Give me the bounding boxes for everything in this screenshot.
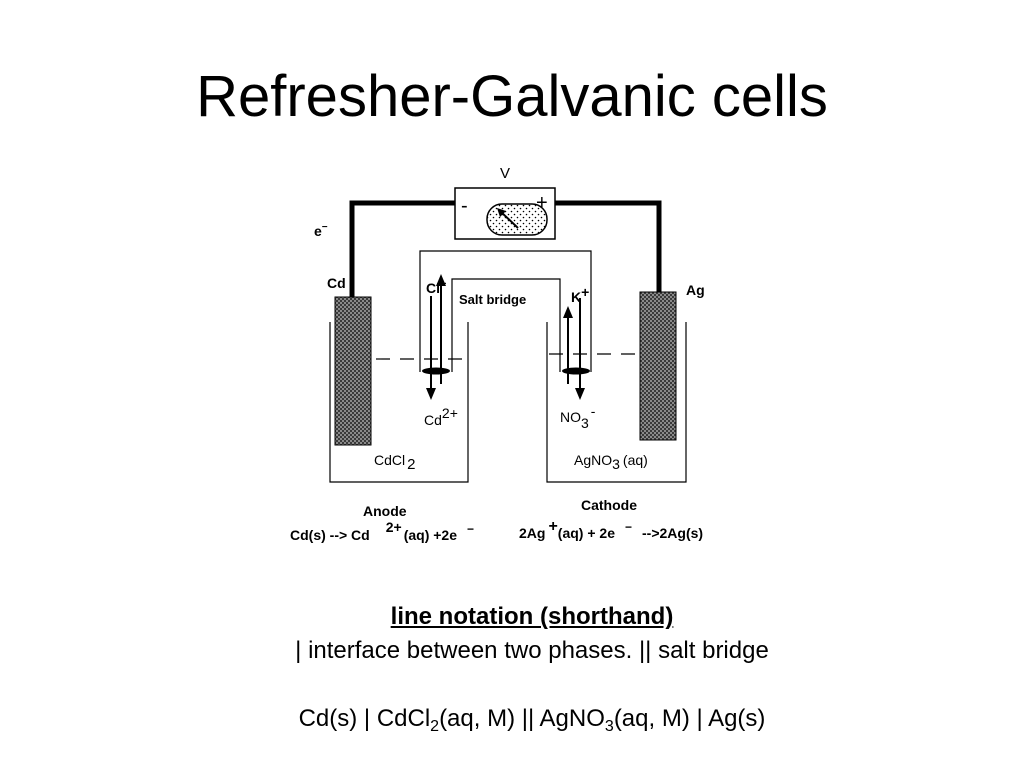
line-notation-section: line notation (shorthand) | interface be… [0,600,1024,736]
notation-legend: | interface between two phases. || salt … [295,637,769,664]
spacer [0,668,1024,702]
chloride-ion-label: Cl− [426,278,446,296]
salt-bridge-label: Salt bridge [459,292,526,307]
right-porous-plug [562,367,590,375]
cadmium-ion-label: Cd2+ [424,405,458,428]
voltmeter: V - + [454,165,556,240]
cadmium-electrode [334,296,372,446]
silver-electrode [639,291,677,441]
voltmeter-negative-terminal: - [461,195,468,217]
silver-electrode-label: Ag [686,282,705,298]
voltmeter-label: V [500,165,510,182]
left-beaker [329,322,469,483]
cathode-label: Cathode [581,497,637,513]
cell-line-notation: Cd(s) | CdCl2(aq, M) || AgNO3(aq, M) | A… [0,702,1024,736]
notation-subscript: 2 [430,718,440,735]
up-arrow-icon [563,306,573,318]
down-arrow-icon [426,388,436,400]
up-arrow-icon [436,274,446,286]
nitrate-ion-label: NO3- [560,403,596,431]
cathode-half-reaction: 2Ag+(aq) + 2e−-->2Ag(s) [519,518,703,541]
silver-nitrate-solution-label: AgNO3(aq) [574,452,648,472]
line-notation-heading: line notation (shorthand) [390,603,674,630]
electron-label: e− [314,222,328,239]
potassium-ion-label: K+ [571,284,589,305]
cadmium-electrode-label: Cd [327,275,346,291]
notation-text: (aq, M) | Ag(s) [613,705,766,732]
needle-arrowhead-icon [497,208,506,217]
notation-text: Cd(s) | CdCl [298,705,431,732]
right-beaker [546,322,687,483]
down-arrow-icon [575,388,585,400]
left-porous-plug [422,367,450,375]
voltmeter-positive-terminal: + [536,192,548,214]
external-wire [349,200,662,297]
notation-text: (aq, M) || AgNO [439,705,605,732]
slide-title: Refresher-Galvanic cells [196,64,828,129]
anode-label: Anode [363,503,407,519]
notation-subscript: 3 [604,718,614,735]
salt-bridge [419,250,592,372]
